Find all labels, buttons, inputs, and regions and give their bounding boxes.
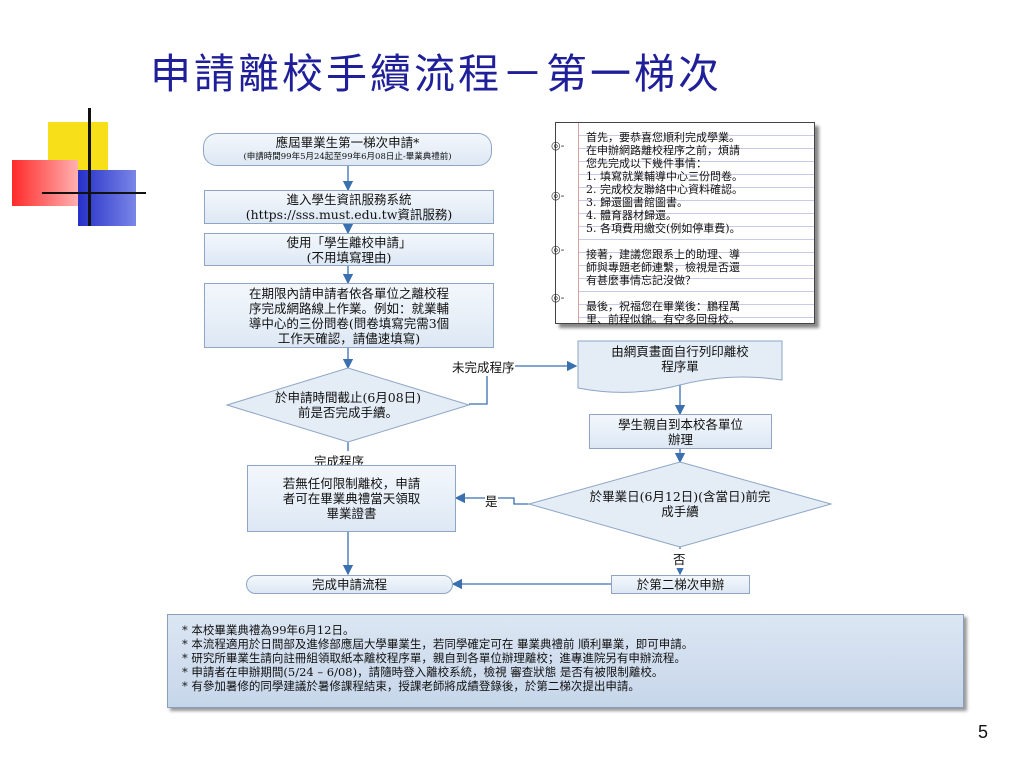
step-enter-system: 進入學生資訊服務系統 (https://sss.must.edu.tw資訊服務): [204, 190, 494, 224]
ring-icon-2: ◎-: [551, 189, 565, 202]
note-line: 您先完成以下幾件事情：: [586, 157, 707, 170]
step3-line2: 序完成網路線上作業。例如：就業輔: [248, 300, 449, 316]
notebook-note: ◎- ◎- ◎- ◎- 首先，要恭喜您順利完成學業。 在申辦網路離校程序之前，煩…: [551, 122, 815, 326]
note-line: 有甚麼事情忘記沒做？: [586, 274, 696, 287]
step2-line2: (不用填寫理由): [306, 249, 392, 265]
note-ruled-lines: [578, 123, 814, 323]
footer-note: * 有參加暑修的同學建議於暑修課程結束，授課老師將成績登錄後，於第二梯次提出申請…: [182, 679, 640, 693]
note-line: 里、前程似錦。有空多回母校。: [586, 313, 740, 326]
footer-note: * 申請者在申辦期間(5/24 – 6/08)，請隨時登入離校系統，檢視 審查狀…: [182, 665, 664, 679]
label-incomplete: 未完成程序: [452, 357, 515, 376]
footer-note: * 研究所畢業生請向註冊組領取紙本離校程序單，親自到各單位辦理離校；進專進院另有…: [182, 651, 686, 665]
note-line: 5. 各項費用繳交(例如停車費)。: [586, 222, 741, 235]
start-line2: (申請時間99年5月24起至99年6月08日止-畢業典禮前): [243, 151, 452, 162]
footer-notes: * 本校畢業典禮為99年6月12日。 * 本流程適用於日間部及進修部應屆大學畢業…: [167, 614, 964, 708]
note-line: 2. 完成校友聯絡中心資料確認。: [586, 183, 743, 196]
step-second-round: 於第二梯次申辦: [611, 575, 750, 594]
decision2-line2: 成手續: [661, 504, 699, 519]
deco-blue-square: [78, 170, 136, 226]
ring-icon-1: ◎-: [551, 139, 565, 152]
decision1-line2: 前是否完成手續。: [297, 405, 398, 420]
note-para-2: 接著，建議您跟系上的助理、導 師與專題老師連繫，檢視是否還 有甚麼事情忘記沒做？: [586, 248, 808, 287]
note-line: 4. 體育器材歸還。: [586, 209, 677, 222]
note-line: 最後，祝福您在畢業後：鵬程萬: [586, 300, 740, 313]
ring-icon-4: ◎-: [551, 291, 565, 304]
footer-note: * 本校畢業典禮為99年6月12日。: [182, 623, 355, 637]
ring-icon-3: ◎-: [551, 243, 565, 256]
doc-print-line1: 由網頁畫面自行列印離校: [611, 344, 749, 359]
step1-line1: 進入學生資訊服務系統: [286, 192, 412, 207]
doc-print-shape: [577, 340, 783, 393]
note-line: 師與專題老師連繫，檢視是否還: [586, 261, 740, 274]
step1-line2: (https://sss.must.edu.tw資訊服務): [245, 207, 453, 222]
decision1-text: 於申請時間截止(6月08日) 前是否完成手續。: [250, 390, 446, 420]
step2-line1: 使用「學生離校申請」: [286, 234, 412, 250]
label-no: 否: [673, 549, 686, 568]
decision1-line1: 於申請時間截止(6月08日): [274, 390, 422, 405]
page-number: 5: [978, 722, 989, 742]
inperson-line1: 學生親自到本校各單位: [617, 416, 743, 432]
step-in-person: 學生親自到本校各單位 辦理: [589, 414, 772, 449]
start-node: 應屆畢業生第一梯次申請* (申請時間99年5月24起至99年6月08日止-畢業典…: [203, 133, 492, 166]
note-line: 1. 填寫就業輔導中心三份問卷。: [586, 170, 743, 183]
cert-line3: 畢業證書: [326, 506, 377, 521]
step3-line1: 在期限內請申請者依各單位之離校程: [248, 285, 449, 301]
note-line: 在申辦網路離校程序之前，煩請: [586, 144, 740, 157]
deco-red-square: [12, 160, 78, 206]
step3-line4: 工作天確認，請儘速填寫): [277, 330, 421, 346]
decision2-shape: [527, 461, 833, 548]
cert-line1: 若無任何限制離校，申請: [282, 476, 421, 491]
doc-print-line2: 程序單: [661, 359, 699, 374]
note-line: 3. 歸還圖書館圖書。: [586, 196, 688, 209]
page-title: 申請離校手續流程－第一梯次: [150, 50, 722, 98]
note-line: 首先，要恭喜您順利完成學業。: [586, 131, 740, 144]
arrow-decision1-to-print: [469, 360, 578, 405]
end-node: 完成申請流程: [246, 575, 453, 594]
note-para-3: 最後，祝福您在畢業後：鵬程萬 里、前程似錦。有空多回母校。: [586, 300, 808, 326]
doc-print-text: 由網頁畫面自行列印離校 程序單: [580, 343, 780, 375]
deco-vertical-line: [88, 108, 91, 226]
decision2-text: 於畢業日(6月12日)(含當日)前完 成手續: [555, 489, 805, 519]
label-yes: 是: [485, 491, 498, 510]
step-collect-certificate: 若無任何限制離校，申請 者可在畢業典禮當天領取 畢業證書: [247, 465, 456, 532]
note-text: 首先，要恭喜您順利完成學業。 在申辦網路離校程序之前，煩請 您先完成以下幾件事情…: [586, 131, 808, 339]
step-online-procedures: 在期限內請申請者依各單位之離校程 序完成網路線上作業。例如：就業輔 導中心的三份…: [204, 283, 494, 348]
deco-horizontal-line: [42, 192, 146, 194]
start-line1: 應屆畢業生第一梯次申請*: [275, 134, 420, 150]
step-use-leave-app: 使用「學生離校申請」 (不用填寫理由): [204, 233, 494, 266]
decision2-line1: 於畢業日(6月12日)(含當日)前完: [589, 489, 771, 504]
note-para-1: 首先，要恭喜您順利完成學業。 在申辦網路離校程序之前，煩請 您先完成以下幾件事情…: [586, 131, 808, 235]
decision1-shape: [225, 367, 471, 443]
cert-line2: 者可在畢業典禮當天領取: [282, 491, 421, 506]
step3-line3: 導中心的三份問卷(問卷填寫完需3個: [248, 315, 450, 331]
footer-note: * 本流程適用於日間部及進修部應屆大學畢業生，若同學確定可在 畢業典禮前 順利畢…: [182, 637, 694, 651]
note-line: 接著，建議您跟系上的助理、導: [586, 248, 740, 261]
inperson-line2: 辦理: [667, 431, 693, 447]
